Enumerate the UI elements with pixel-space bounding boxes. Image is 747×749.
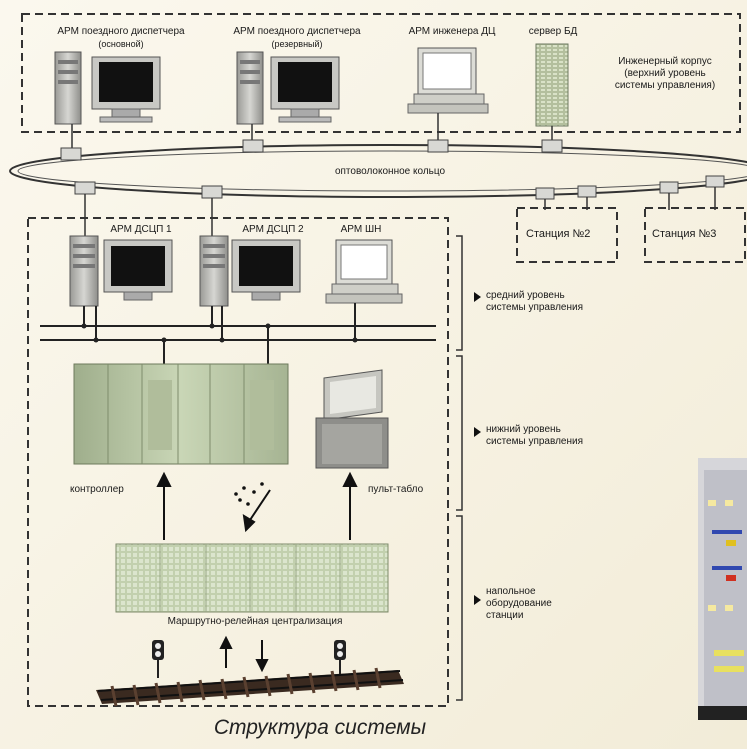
label-line: (основной) [98,39,144,49]
dscp-2-workstation [199,235,301,307]
label-line: системы управления [486,436,583,447]
diagram-caption: Структура системы [213,716,427,739]
bus-junctions [81,323,358,343]
station-3-box [644,207,746,263]
level-pointers [474,292,481,605]
station-bus [40,303,436,366]
label-line: (резервный) [271,39,323,49]
shn-label: АРМ ШН [340,224,382,235]
engineering-building-box [21,13,741,133]
station-2-label: Станция №2 [526,228,591,240]
dispatcher-reserve-label: АРМ поездного диспетчера (резервный) [212,26,382,50]
label-line: системы управления [486,302,583,313]
relay-label: Маршрутно-релейная централизация [167,616,343,627]
middle-level-label: средний уровень системы управления [486,290,583,314]
label-line: оборудование [486,598,552,609]
label-line: Инженерный корпус [618,56,712,67]
cabinet-photo [698,458,747,720]
dispatcher-main-workstation [54,51,161,125]
dscp-2-label: АРМ ДСЦП 2 [242,224,304,235]
level-braces [456,235,463,701]
label-line: АРМ поездного диспетчера [233,26,361,37]
label-line: (верхний уровень [624,68,706,79]
station-1-box [27,217,449,707]
ring-label: оптоволоконное кольцо [334,166,446,177]
lower-level-label: нижний уровень системы управления [486,424,583,448]
shn-workstation [325,239,403,304]
dispatcher-reserve-workstation [236,51,340,125]
signal-left [152,640,164,678]
field-arrows [219,635,269,673]
label-line: нижний уровень [486,424,561,435]
engineer-label: АРМ инженера ДЦ [408,26,496,37]
controller-label: контроллер [70,484,124,495]
station-3-label: Станция №3 [652,228,717,240]
ring-nodes [60,139,725,200]
signal-right [334,640,346,678]
controller-cabinet [73,363,289,465]
label-line: средний уровень [486,290,565,301]
database-server [535,43,569,127]
station-2-box [516,207,618,263]
relay-dots [234,482,264,506]
label-line: напольное [486,586,536,597]
label-line: станции [486,610,524,621]
railway-track [96,667,404,707]
engineering-building-label: Инженерный корпус (верхний уровень систе… [590,56,740,92]
relay-interlocking-racks [115,543,389,613]
label-line: АРМ поездного диспетчера [57,26,185,37]
dscp-1-workstation [69,235,173,307]
dispatcher-main-label: АРМ поездного диспетчера (основной) [36,26,206,50]
engineer-workstation [407,47,489,114]
panel-label: пульт-табло [368,484,424,495]
panel-board [315,369,389,469]
label-line: системы управления) [614,80,716,91]
fiber-optic-ring [9,144,747,198]
control-arrows [156,471,358,540]
field-equipment-label: напольное оборудование станции [486,586,552,622]
dscp-1-label: АРМ ДСЦП 1 [110,224,172,235]
server-label: сервер БД [528,26,578,37]
